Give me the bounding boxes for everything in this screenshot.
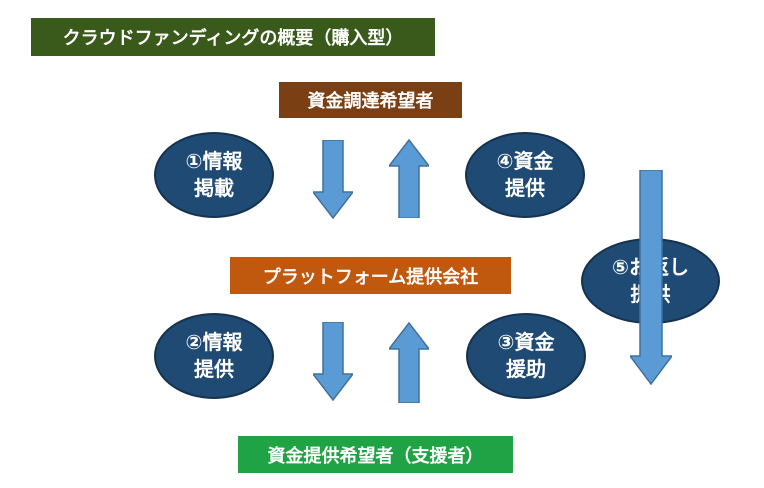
arrow-down-requester-to-platform [313,140,353,220]
step-2-line1: ②情報 [185,330,243,354]
fund-requester-box: 資金調達希望者 [279,82,462,118]
step-4-line1: ④資金 [496,149,554,173]
arrow-up-platform-to-requester [389,138,429,218]
diagram-title: クラウドファンディングの概要（購入型） [31,18,435,56]
platform-provider-box: プラットフォーム提供会社 [230,257,511,294]
step-3-line2: 援助 [506,357,546,381]
step-3-fund-support: ③資金 援助 [466,313,586,399]
step-1-line2: 掲載 [194,176,234,200]
arrow-down-requester-to-supporter [630,170,672,386]
step-4-line2: 提供 [505,176,545,200]
step-3-line1: ③資金 [497,330,555,354]
step-2-info-provision: ②情報 提供 [154,313,274,399]
step-1-line1: ①情報 [185,149,243,173]
step-1-info-posting: ①情報 掲載 [154,132,274,218]
arrow-up-supporter-to-platform [389,321,429,403]
step-4-fund-provision: ④資金 提供 [465,132,585,218]
arrow-down-platform-to-supporter [313,322,353,402]
fund-supporter-box: 資金提供希望者（支援者） [238,436,513,473]
step-2-line2: 提供 [194,357,234,381]
